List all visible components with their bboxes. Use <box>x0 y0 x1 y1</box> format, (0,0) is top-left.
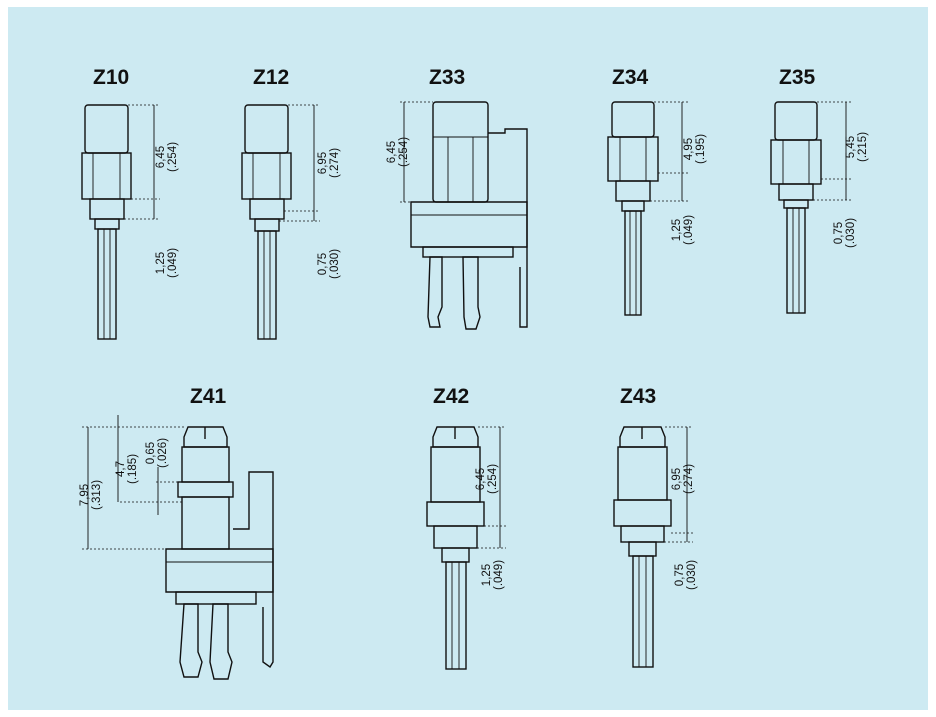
part-z34: Z34 4,95 (.195) 1,25 (.049) <box>607 66 707 316</box>
dim-inch: (.313) <box>91 480 103 510</box>
part-z41-drawing <box>82 415 274 680</box>
dim-mm: 0,75 <box>317 253 329 275</box>
dim-inch: (.274) <box>329 148 341 178</box>
dim-inch: (.185) <box>127 454 139 484</box>
part-z43-drawing <box>613 426 693 668</box>
part-z34-drawing <box>607 101 688 316</box>
diagram-panel: Z10 6,45 (.254) 1,25 (.049) Z12 <box>8 7 928 710</box>
part-z33-drawing <box>400 101 528 330</box>
dim-mm: 0,65 <box>145 442 157 464</box>
part-label: Z43 <box>620 385 656 408</box>
dim-inch: (.030) <box>329 249 341 279</box>
part-z10: Z10 6,45 (.254) 1,25 (.049) <box>81 66 179 340</box>
dim-mm: 1,25 <box>481 564 493 586</box>
dim-mm: 1,25 <box>155 252 167 274</box>
dim-mm: 4,95 <box>683 138 695 160</box>
dim-inch: (.254) <box>167 142 179 172</box>
part-label: Z35 <box>779 66 816 89</box>
dim-mm: 6,45 <box>386 141 398 163</box>
dim-inch: (.049) <box>167 248 179 278</box>
dim-inch: (.026) <box>157 438 169 468</box>
dim-mm: 5,45 <box>845 136 857 158</box>
part-label: Z12 <box>253 66 289 89</box>
part-z41: Z41 7,95 (.313) 4,7 <box>79 385 274 680</box>
dim-mm: 1,25 <box>671 219 683 241</box>
part-z10-drawing <box>81 104 160 340</box>
part-z43: Z43 6,95 (.274) 0,75 (.030) <box>613 385 698 668</box>
dim-inch: (.195) <box>695 134 707 164</box>
dim-inch: (.254) <box>487 464 499 494</box>
dim-inch: (.030) <box>686 560 698 590</box>
part-z33: Z33 6,45 (.254) <box>386 66 528 330</box>
dim-inch: (.215) <box>857 132 869 162</box>
part-label: Z33 <box>429 66 465 89</box>
part-z12: Z12 6,95 (.274) 0,75 (.030) <box>241 66 341 340</box>
part-z42: Z42 6,45 (.254) 1,25 (.049) <box>426 385 506 670</box>
part-z35: Z35 5,45 (.215) 0,75 (.030) <box>770 66 869 314</box>
dim-mm: 4,7 <box>115 461 127 477</box>
dim-mm: 6,95 <box>317 152 329 174</box>
dim-inch: (.254) <box>398 137 410 167</box>
dim-mm: 6,45 <box>155 146 167 168</box>
connector-drawing: Z10 6,45 (.254) 1,25 (.049) Z12 <box>79 66 869 680</box>
dim-mm: 0,75 <box>833 222 845 244</box>
dim-mm: 6,45 <box>475 468 487 490</box>
part-z12-drawing <box>241 104 320 340</box>
dim-inch: (.274) <box>683 464 695 494</box>
part-label: Z42 <box>433 385 469 408</box>
part-z42-drawing <box>426 426 506 670</box>
dim-inch: (.049) <box>493 560 505 590</box>
part-label: Z10 <box>93 66 129 89</box>
dim-mm: 0,75 <box>674 564 686 586</box>
dim-inch: (.049) <box>683 215 695 245</box>
part-z35-drawing <box>770 101 852 314</box>
dim-mm: 7,95 <box>79 484 91 506</box>
part-label: Z41 <box>190 385 227 408</box>
part-label: Z34 <box>612 66 649 89</box>
dim-inch: (.030) <box>845 218 857 248</box>
dim-mm: 6,95 <box>671 468 683 490</box>
